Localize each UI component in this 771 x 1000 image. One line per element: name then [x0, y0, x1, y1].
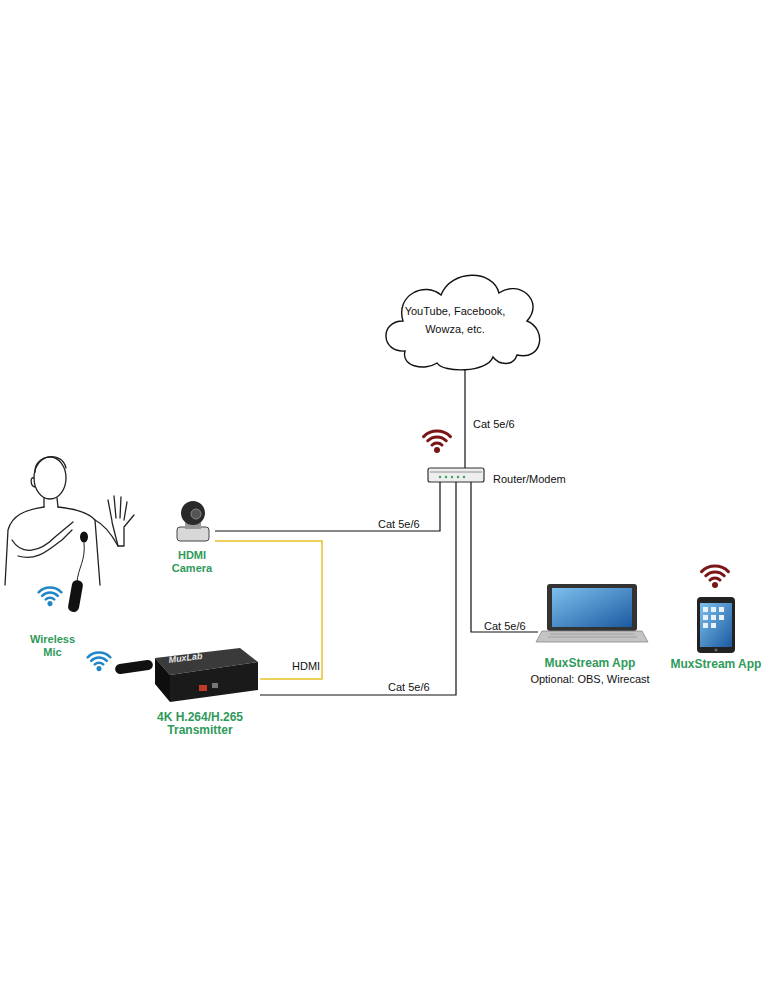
encoder-device: 4K H.264/H.265 Transmitter: [150, 645, 260, 705]
tablet-button: [715, 649, 718, 652]
wifi-icon: [88, 653, 111, 672]
app-icon: [711, 615, 716, 620]
transmitter-port: [212, 683, 218, 688]
led: [457, 476, 459, 478]
tablet-body: [697, 597, 735, 653]
router-leds: [439, 476, 465, 478]
arm-line: [18, 530, 72, 557]
app-icon: [719, 615, 724, 620]
cloud-outline: [375, 265, 545, 370]
device-label: HDMI Camera: [162, 549, 222, 575]
neck-line: [44, 498, 58, 507]
receiver-dongle: [114, 659, 153, 674]
torso-line: [5, 507, 44, 585]
ear-line: [31, 478, 35, 487]
arm-line: [12, 522, 73, 550]
device-label: Router/Modem: [493, 473, 593, 486]
lavalier-mic: [80, 532, 88, 543]
app-icon: [703, 615, 708, 620]
laptop-keys: [548, 634, 637, 637]
cable-label: HDMI: [292, 660, 320, 673]
app-icon: [703, 607, 708, 612]
tablet-screen: [700, 603, 732, 647]
network-cable: [215, 482, 440, 531]
device-label: MuxStream App: [646, 657, 771, 671]
hand-line: [108, 496, 134, 527]
laptop-screen: [552, 588, 632, 627]
network-cable: [464, 370, 465, 468]
camera-base: [177, 527, 209, 541]
camera-lens: [191, 509, 201, 519]
wifi-icon: [424, 431, 451, 453]
device-label: 4K H.264/H.265 Transmitter: [135, 711, 265, 737]
laptop-lid: [547, 584, 637, 631]
mic-cable: [77, 543, 84, 582]
presenter-mic: Wireless Mic: [2, 445, 135, 615]
wifi-icon: [39, 588, 62, 607]
tablet-icons: [703, 607, 724, 628]
led: [445, 476, 447, 478]
cable-label: Cat 5e/6: [473, 418, 515, 431]
laptop-base: [536, 631, 648, 642]
network-cable: [471, 482, 538, 632]
cable-label: Cat 5e/6: [388, 681, 430, 694]
device-label: YouTube, Facebook, Wowza, etc.: [395, 303, 515, 338]
router-device: Router/Modem: [428, 468, 484, 482]
wifi-icon: [702, 566, 729, 588]
led: [451, 476, 453, 478]
transmitter-front: [170, 662, 258, 702]
hdmi-cable: [215, 541, 322, 679]
cloud-service: YouTube, Facebook, Wowza, etc.: [375, 265, 545, 370]
led: [439, 476, 441, 478]
torso-line: [58, 507, 100, 585]
cable-label: Cat 5e/6: [378, 518, 420, 531]
network-cable: [260, 482, 456, 695]
person-sketch: [5, 457, 134, 585]
bodypack-transmitter: [67, 579, 83, 612]
app-icon: [703, 623, 708, 628]
router-body: [428, 468, 484, 482]
camera-dome: [181, 501, 205, 525]
arm-line: [95, 520, 124, 546]
device-label: MuxStream App: [520, 656, 660, 670]
transmitter-port: [199, 685, 207, 691]
transmitter-side: [155, 658, 170, 702]
app-icon: [711, 607, 716, 612]
cable-label: Cat 5e/6: [484, 620, 526, 633]
tablet-device: MuxStream App: [697, 597, 735, 653]
led: [463, 476, 465, 478]
app-icon: [719, 607, 724, 612]
hair-line: [35, 457, 66, 472]
camera-device: HDMI Camera: [170, 500, 215, 545]
arm-line: [112, 522, 118, 546]
device-label: Wireless Mic: [25, 633, 80, 659]
brand-logo: MuxLab: [168, 651, 203, 665]
laptop-device: MuxStream AppOptional: OBS, Wirecast: [538, 582, 650, 644]
head-outline: [34, 457, 66, 499]
cloud-shape: [386, 275, 540, 370]
device-note: Optional: OBS, Wirecast: [520, 673, 660, 686]
app-icon: [711, 623, 716, 628]
router-edge: [430, 472, 482, 473]
